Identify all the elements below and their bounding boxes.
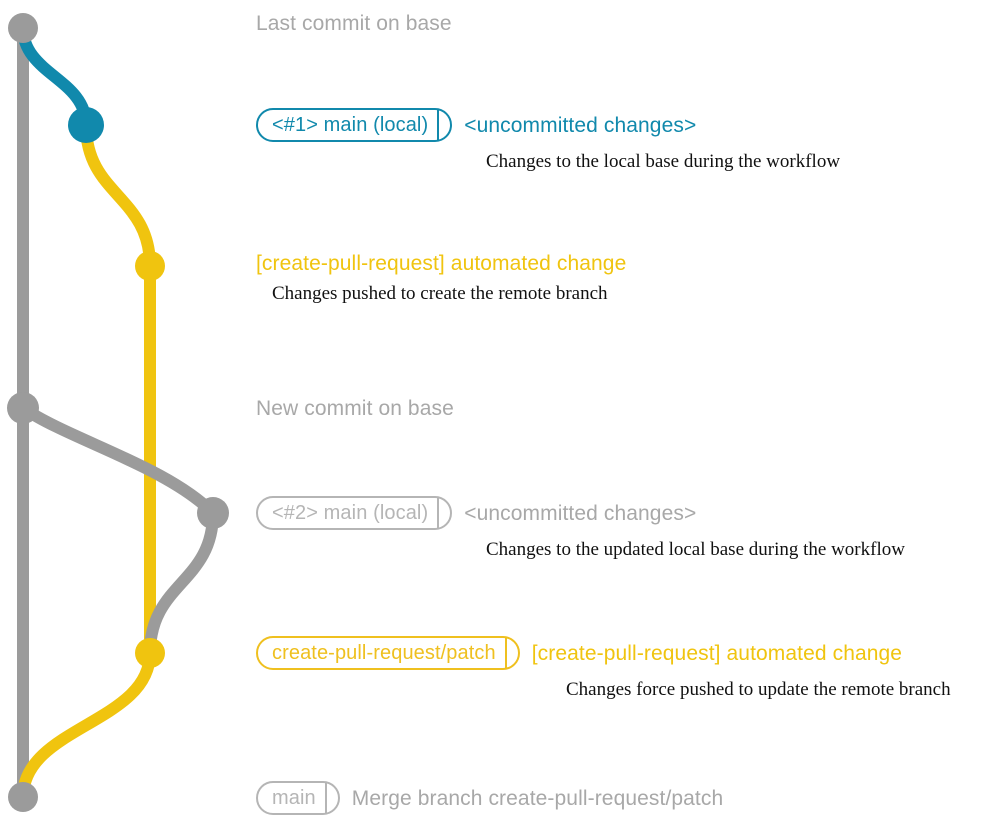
commit-row-local-uncommitted-2: <#2> main (local) <uncommitted changes> … bbox=[256, 496, 905, 559]
tag-divider-icon bbox=[324, 783, 327, 813]
tag-divider-icon bbox=[437, 498, 440, 528]
commit-node-base-top[interactable] bbox=[8, 13, 38, 43]
commit-note: Changes pushed to create the remote bran… bbox=[272, 283, 608, 304]
commit-subject: Merge branch create-pull-request/patch bbox=[351, 786, 724, 810]
commit-subject: Last commit on base bbox=[256, 12, 452, 35]
commit-row-merge-branch: main Merge branch create-pull-request/pa… bbox=[256, 781, 723, 815]
commit-row-patch-automated-change-2: create-pull-request/patch [create-pull-r… bbox=[256, 636, 951, 699]
commit-row-new-commit-on-base: New commit on base bbox=[256, 398, 454, 419]
edge-basenew-to-local2 bbox=[17, 402, 219, 519]
commit-note: Changes force pushed to update the remot… bbox=[566, 679, 951, 700]
edge-patch2-to-merge bbox=[17, 647, 156, 803]
commit-subject: [create-pull-request] automated change bbox=[256, 252, 627, 275]
ref-tag-label: create-pull-request/patch bbox=[272, 642, 496, 664]
commit-row-local-uncommitted-1: <#1> main (local) <uncommitted changes> … bbox=[256, 108, 840, 171]
commit-node-patch-2[interactable] bbox=[135, 638, 165, 668]
commit-subject: <uncommitted changes> bbox=[464, 501, 697, 525]
ref-tag-label: <#2> main (local) bbox=[272, 502, 429, 524]
ref-tag-main-local-2[interactable]: <#2> main (local) bbox=[256, 496, 453, 530]
ref-tag-main[interactable]: main bbox=[256, 781, 340, 815]
edge-local2-to-patch2 bbox=[144, 507, 219, 659]
commit-node-patch-1[interactable] bbox=[135, 251, 165, 281]
commit-subject: [create-pull-request] automated change bbox=[531, 641, 903, 665]
commit-subject: New commit on base bbox=[256, 397, 454, 420]
commit-node-base-new[interactable] bbox=[7, 392, 39, 424]
commit-node-local-2[interactable] bbox=[197, 497, 229, 529]
ref-tag-main-local-1[interactable]: <#1> main (local) bbox=[256, 108, 453, 142]
edge-local1-to-patch1 bbox=[80, 119, 156, 272]
commit-note: Changes to the updated local base during… bbox=[486, 539, 905, 560]
commit-subject: <uncommitted changes> bbox=[464, 113, 697, 137]
commit-node-local-1[interactable] bbox=[68, 107, 104, 143]
ref-tag-label: <#1> main (local) bbox=[272, 114, 429, 136]
commit-node-base-merge[interactable] bbox=[8, 782, 38, 812]
tag-divider-icon bbox=[437, 110, 440, 140]
commit-row-patch-automated-change-1: [create-pull-request] automated change C… bbox=[256, 253, 626, 303]
tag-divider-icon bbox=[504, 638, 507, 668]
commit-note: Changes to the local base during the wor… bbox=[486, 151, 841, 172]
commit-row-last-commit-on-base: Last commit on base bbox=[256, 13, 452, 34]
ref-tag-create-pull-request-patch[interactable]: create-pull-request/patch bbox=[256, 636, 520, 670]
ref-tag-label: main bbox=[272, 787, 316, 809]
